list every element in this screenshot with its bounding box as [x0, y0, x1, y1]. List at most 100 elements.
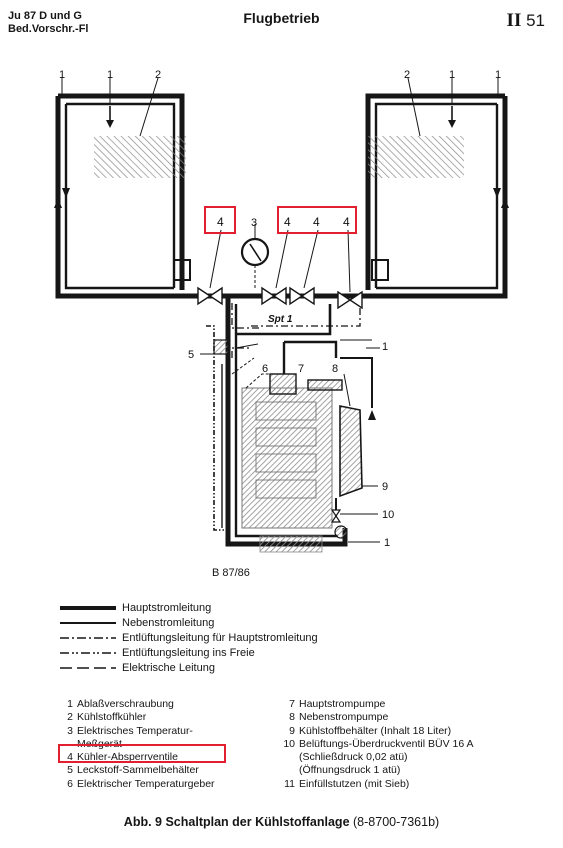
- caption-title: Abb. 9 Schaltplan der Kühlstoffanlage: [123, 815, 350, 829]
- figure-caption: Abb. 9 Schaltplan der Kühlstoffanlage (8…: [0, 815, 563, 829]
- part-item: 6 Elektrischer Temperaturgeber: [60, 777, 215, 791]
- highlight-valve-left: [204, 206, 236, 234]
- part-text: Kühlstoffkühler: [77, 711, 147, 724]
- header-page-arabic: 51: [526, 11, 545, 30]
- legend-label: Entlüftungsleitung ins Freie: [122, 646, 255, 659]
- part-text: Leckstoff-Sammelbehälter: [77, 764, 199, 777]
- label-1-mid: 1: [382, 341, 388, 353]
- part-item: 8 Nebenstrompumpe: [282, 711, 474, 724]
- label-10: 10: [382, 509, 394, 521]
- part-text: Kühler-Absperrventile: [77, 751, 178, 764]
- legend-row: Elektrische Leitung: [60, 660, 318, 675]
- label-8: 8: [332, 363, 338, 375]
- part-item-continuation: (Öffnungsdruck 1 atü): [299, 764, 401, 777]
- label-1-bottom: 1: [384, 537, 390, 549]
- part-item: 10 Belüftungs-Überdruckventil BÜV 16 A: [282, 737, 474, 751]
- label-4-b: 4: [313, 215, 320, 229]
- part-number: 4: [67, 751, 73, 764]
- legend-line-heavy: [60, 605, 116, 610]
- label-6: 6: [262, 363, 268, 375]
- part-item: 1 Ablaßverschraubung: [60, 698, 215, 711]
- part-number: 6: [67, 777, 73, 790]
- leak-collection-tank: [206, 325, 229, 531]
- part-number: 8: [289, 711, 295, 724]
- part-text: Elektrischer Temperaturgeber: [77, 777, 215, 790]
- label-2-left: 2: [155, 69, 161, 81]
- label-1-right-outer: 1: [495, 69, 501, 81]
- cooling-system-diagram: 1 1 2 2 1 1 4 3 4 4 4 Spt 1 1 5 6 7 8 9 …: [54, 69, 509, 553]
- part-text: Ablaßverschraubung: [77, 698, 174, 710]
- filler-neck: [334, 525, 348, 539]
- part-item: 11 Einfüllstutzen (mit Sieb): [282, 778, 474, 791]
- drawing-code: B 87/86: [212, 567, 250, 579]
- part-item-continuation: (Schließdruck 0,02 atü): [299, 751, 408, 764]
- label-1-right-inner: 1: [449, 69, 455, 81]
- engine-block: [241, 373, 333, 553]
- highlight-part-4: [58, 744, 226, 763]
- header-aircraft-line1: Ju 87 D und G: [8, 10, 82, 22]
- header-page-number: II 51: [507, 10, 545, 32]
- part-item: 3 Elektrisches Temperatur-: [60, 725, 215, 738]
- highlight-valves-center: [277, 206, 357, 234]
- part-number: 11: [284, 777, 295, 790]
- valve-left: [197, 229, 223, 306]
- header-title: Flugbetrieb: [243, 10, 320, 26]
- coolant-tank: [330, 373, 380, 543]
- part-number: 3: [67, 724, 73, 737]
- part-text: Kühlstoffbehälter (Inhalt 18 Liter): [299, 724, 452, 737]
- part-number: 5: [67, 764, 73, 777]
- label-1-left-outer: 1: [59, 69, 65, 81]
- label-1-left-inner: 1: [107, 69, 113, 81]
- header-aircraft: Ju 87 D und G Bed.Vorschr.-Fl: [8, 10, 88, 36]
- legend-line-dashed: [60, 666, 116, 669]
- label-7: 7: [298, 363, 304, 375]
- part-text: Hauptstrompumpe: [299, 698, 386, 710]
- label-5: 5: [188, 349, 194, 361]
- part-number: 2: [67, 711, 73, 724]
- label-9: 9: [382, 481, 388, 493]
- right-radiator: [368, 136, 464, 178]
- right-radiator-circuit: [290, 77, 509, 299]
- temperature-gauge: [240, 224, 270, 288]
- valve-center-a: [261, 229, 289, 306]
- legend-label: Entlüftungsleitung für Hauptstromleitung: [122, 631, 318, 644]
- secondary-pump: [307, 379, 343, 391]
- legend-line-dashdot: [60, 636, 116, 639]
- pressure-relief-valve: [330, 509, 342, 523]
- left-radiator: [94, 136, 186, 178]
- part-text: Elektrisches Temperatur-: [77, 724, 193, 737]
- shutoff-valves: [197, 229, 363, 310]
- legend-label: Elektrische Leitung: [122, 661, 215, 674]
- part-text: Nebenstrompumpe: [299, 711, 389, 724]
- diagram-labels: 1 1 2 2 1 1 4 3 4 4 4 Spt 1 1 5 6 7 8 9 …: [59, 69, 501, 549]
- part-item-continuation: Meßgerät: [77, 737, 122, 750]
- main-pump: [269, 373, 297, 395]
- legend-label: Hauptstromleitung: [122, 601, 212, 614]
- part-number: 1: [67, 698, 73, 710]
- valve-center-b: [289, 229, 319, 306]
- part-number: 7: [289, 698, 295, 710]
- part-text: Belüftungs-Überdruckventil BÜV 16 A: [299, 737, 474, 750]
- legend-line-medium: [60, 621, 116, 624]
- legend-line-dashdotdot: [60, 651, 116, 654]
- line-legend: Hauptstromleitung Nebenstromleitung Entl…: [60, 600, 318, 675]
- label-4-a: 4: [284, 215, 291, 229]
- label-4-left: 4: [217, 215, 224, 229]
- part-item: 7 Hauptstrompumpe: [282, 698, 474, 711]
- label-3: 3: [251, 217, 257, 229]
- valve-right: [337, 229, 363, 310]
- label-2-right: 2: [404, 69, 410, 81]
- part-item: 5 Leckstoff-Sammelbehälter: [60, 764, 215, 777]
- label-spt: Spt 1: [268, 314, 293, 325]
- vent-lines: [231, 303, 361, 358]
- caption-reference: (8-8700-7361b): [353, 815, 440, 829]
- legend-row: Entlüftungsleitung für Hauptstromleitung: [60, 630, 318, 645]
- part-text: Einfüllstutzen (mit Sieb): [299, 777, 410, 790]
- part-item: 4 Kühler-Absperrventile: [60, 751, 215, 764]
- part-number: 10: [283, 737, 295, 750]
- legend-row: Hauptstromleitung: [60, 600, 318, 615]
